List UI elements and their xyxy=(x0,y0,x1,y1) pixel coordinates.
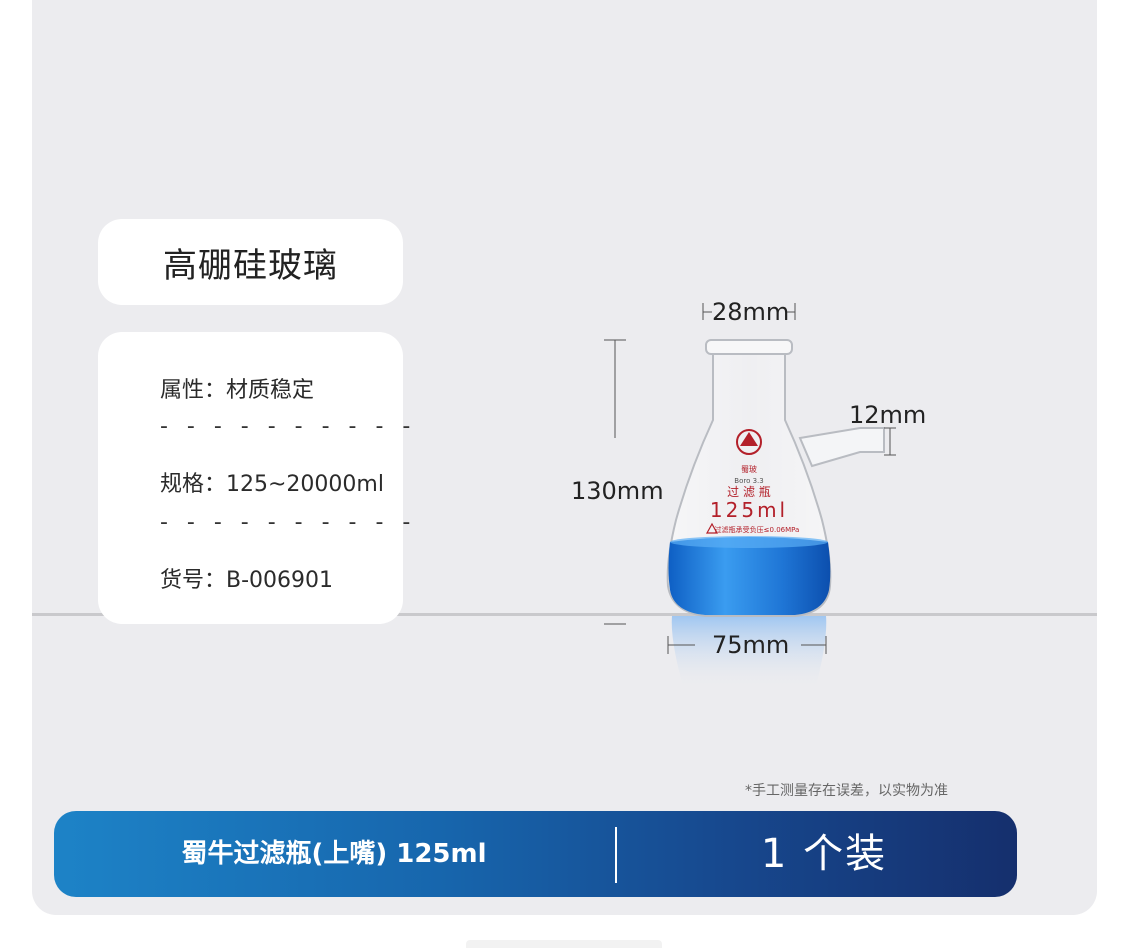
spec-separator: - - - - - - - - - - xyxy=(160,510,417,535)
spec-property: 属性：材质稳定 xyxy=(160,378,315,403)
shelf-line xyxy=(32,613,1097,616)
dimension-base: 75mm xyxy=(712,631,790,659)
flask-sidearm xyxy=(798,427,885,468)
warning-icon xyxy=(705,522,719,534)
flask-name: 过 滤 瓶 xyxy=(727,485,771,499)
flask-glass: Boro 3.3 xyxy=(734,477,763,485)
flask-reflection xyxy=(671,616,827,690)
material-card: 高硼硅玻璃 xyxy=(98,219,403,305)
bottom-tab xyxy=(466,940,662,948)
liquid-surface xyxy=(670,536,828,548)
dimension-lines xyxy=(604,303,896,654)
flask-brand: 蜀玻 xyxy=(741,464,757,474)
spec-separator: - - - - - - - - - - xyxy=(160,414,417,439)
material-title: 高硼硅玻璃 xyxy=(163,245,338,286)
package-quantity: 1 个装 xyxy=(760,831,888,877)
spec-item-number: 货号：B-006901 xyxy=(160,568,334,593)
spec-size: 规格：125~20000ml xyxy=(160,472,384,497)
product-name: 蜀牛过滤瓶(上嘴) 125ml xyxy=(181,839,487,869)
banner-divider xyxy=(615,827,617,883)
dimension-sidearm: 12mm xyxy=(849,401,927,429)
flask-liquid xyxy=(668,537,831,615)
specs-card: 属性：材质稳定 - - - - - - - - - - 规格：125~20000… xyxy=(98,332,410,624)
dimension-height: 130mm xyxy=(571,477,664,505)
flask-warning: 过滤瓶承受负压≤0.06MPa xyxy=(715,525,800,534)
measurement-note: *手工测量存在误差，以实物为准 xyxy=(745,783,948,799)
flask-volume: 125ml xyxy=(710,498,788,522)
dimension-neck: 28mm xyxy=(712,298,790,326)
flask-rim xyxy=(705,339,793,355)
brand-logo-icon xyxy=(736,429,762,455)
product-banner: 蜀牛过滤瓶(上嘴) 125ml 1 个装 xyxy=(54,811,1017,897)
